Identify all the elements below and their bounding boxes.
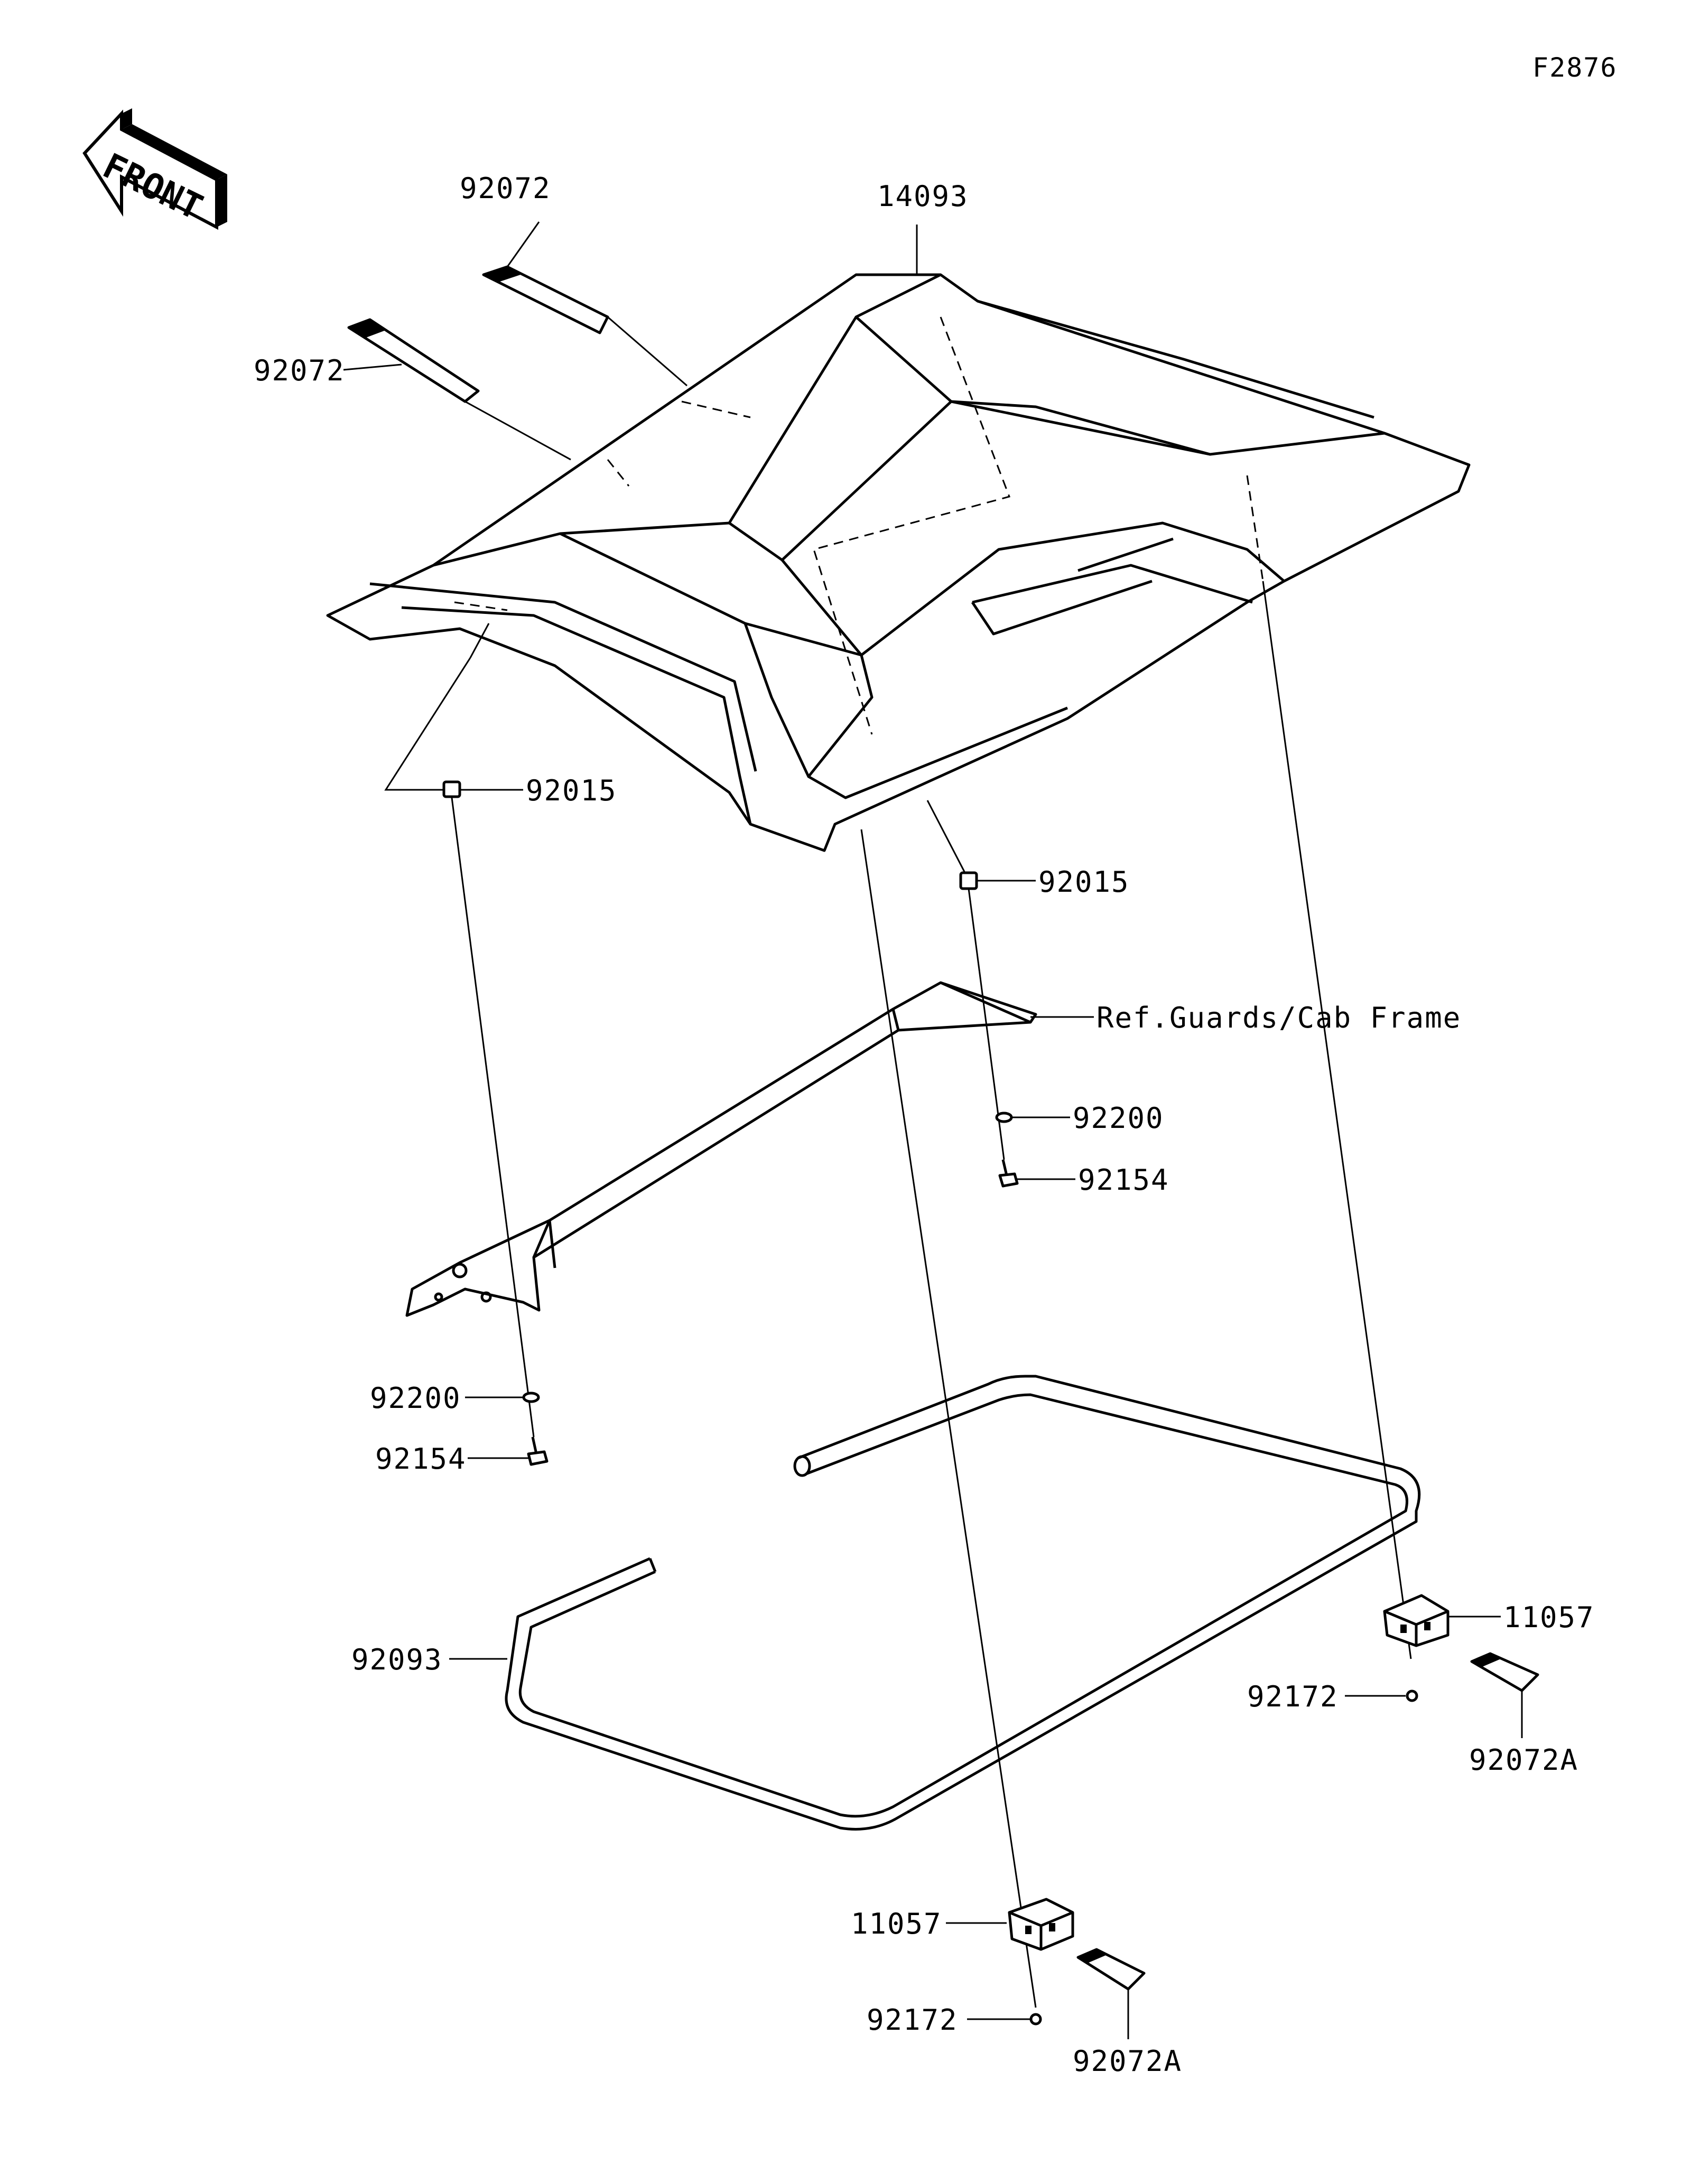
bolt-right — [998, 1159, 1019, 1188]
leader-strap-left-roof — [464, 400, 571, 461]
label-clip-right: 92015 — [1038, 865, 1130, 899]
strap-a-bottom — [1076, 1948, 1146, 1991]
label-latch-right: 11057 — [1503, 1601, 1595, 1634]
leader-clip-left-a — [384, 657, 471, 791]
strap-top — [482, 265, 609, 334]
label-seal: 92093 — [351, 1643, 443, 1676]
label-bolt-right: 92154 — [1078, 1163, 1169, 1197]
label-strap-a-right: 92072A — [1469, 1743, 1578, 1777]
leader-latch-right-line — [1262, 581, 1412, 1659]
leader-strap-top-roof — [607, 316, 687, 387]
label-screw-right: 92172 — [1247, 1680, 1339, 1713]
strap-a-right — [1470, 1652, 1539, 1692]
roof-panel — [326, 273, 1471, 852]
label-washer-right: 92200 — [1073, 1102, 1164, 1135]
latch-right — [1383, 1594, 1450, 1647]
ref-note: Ref.Guards/Cab Frame — [1097, 1001, 1461, 1034]
leader-left-bolt-line — [451, 797, 535, 1438]
label-strap-top: 92072 — [460, 172, 551, 205]
washer-right — [995, 1112, 1013, 1123]
label-clip-left: 92015 — [526, 774, 617, 807]
leader-clip-right-a — [926, 800, 965, 872]
leader-strap-top — [506, 221, 540, 267]
label-roof: 14093 — [877, 180, 969, 213]
label-screw-bottom: 92172 — [867, 2003, 958, 2037]
label-washer-left: 92200 — [370, 1382, 461, 1415]
cab-frame-bar — [405, 981, 1037, 1317]
screw-bottom — [1029, 2013, 1042, 2026]
leader-latch-bottom-line — [860, 829, 1037, 2008]
label-strap-a-bottom: 92072A — [1073, 2045, 1182, 2078]
label-strap-left: 92072 — [254, 354, 345, 387]
leader-clip-left-b — [469, 623, 490, 658]
clip-right — [959, 871, 978, 890]
label-bolt-left: 92154 — [375, 1442, 467, 1476]
leader-strap-left — [343, 363, 402, 371]
strap-left — [347, 318, 480, 403]
label-latch-bottom: 11057 — [851, 1907, 942, 1940]
bolt-left — [527, 1436, 549, 1466]
latch-bottom — [1008, 1898, 1074, 1951]
weather-seal — [505, 1375, 1421, 1831]
clip-left — [442, 780, 461, 798]
screw-right — [1406, 1690, 1418, 1702]
front-arrow-icon: FRONT — [82, 108, 227, 230]
diagram-code: F2876 — [1532, 52, 1618, 83]
washer-left — [522, 1392, 540, 1403]
